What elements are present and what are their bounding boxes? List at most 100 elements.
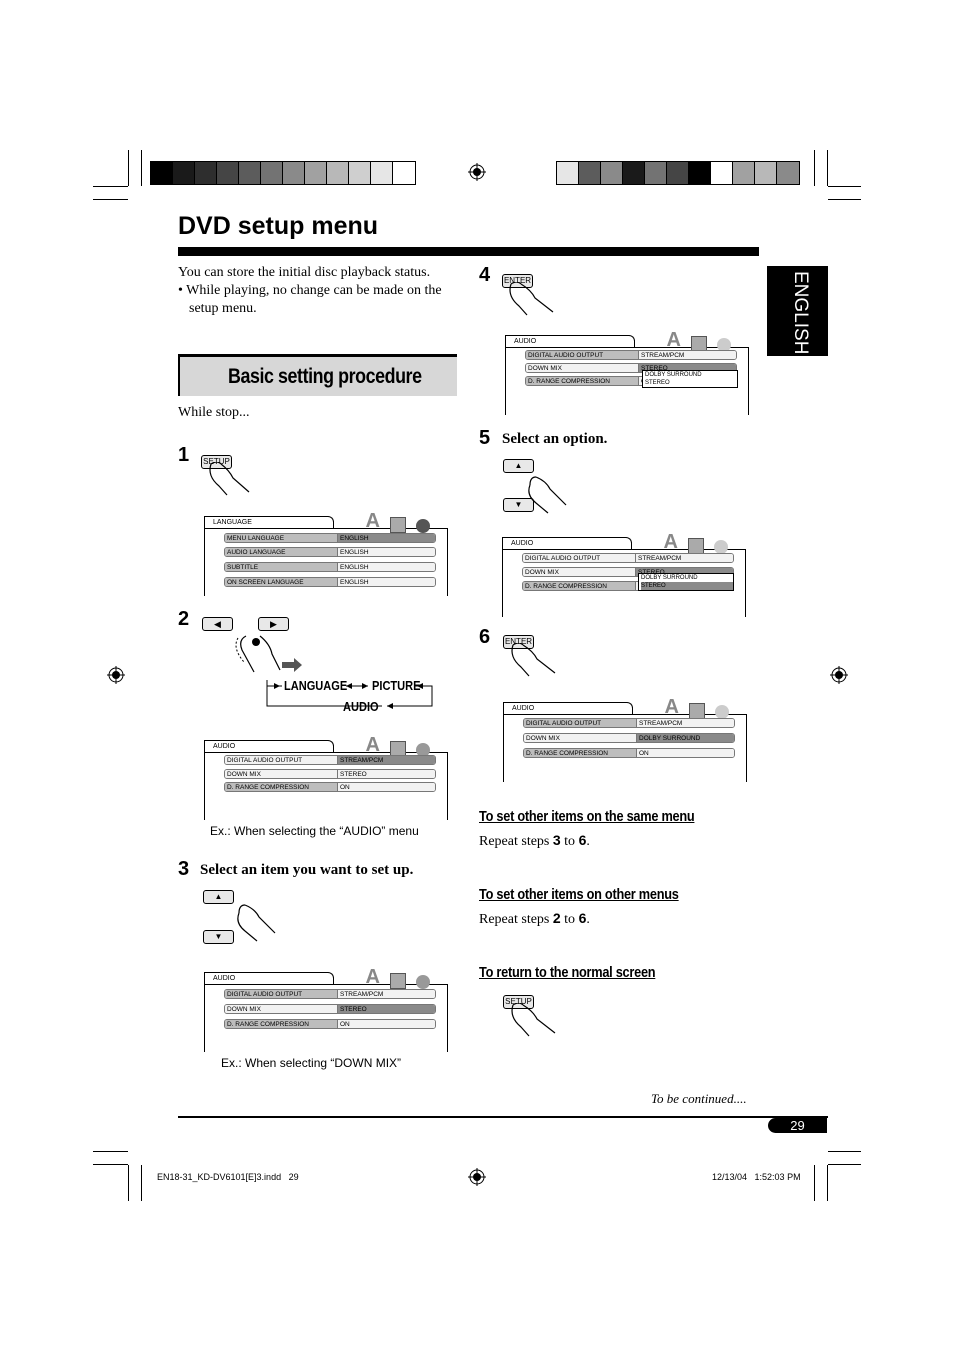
finger-icon xyxy=(235,635,302,673)
crop-mark xyxy=(93,1151,128,1152)
crop-mark xyxy=(827,150,828,186)
side-tab-label: ENGLISH xyxy=(790,271,811,355)
option-stereo[interactable]: STEREO xyxy=(645,380,670,386)
option-stereo[interactable]: STEREO xyxy=(641,582,733,590)
registration-mark-icon xyxy=(468,163,486,181)
menu-tab: LANGUAGE xyxy=(204,516,334,528)
step-6-number: 6 xyxy=(479,626,491,648)
page-number-tab: 29 xyxy=(768,1118,827,1133)
crop-mark xyxy=(141,1165,142,1201)
page-title: DVD setup menu xyxy=(178,212,379,240)
down-button[interactable]: ▼ xyxy=(203,930,234,944)
menu-icons: A xyxy=(366,510,430,533)
step-3-text: Select an item you want to set up. xyxy=(200,862,414,878)
normal-screen-heading: To return to the normal screen xyxy=(479,964,656,981)
down-button[interactable]: ▼ xyxy=(503,498,534,512)
caption-audio-menu: Ex.: When selecting the “AUDIO” menu xyxy=(210,824,419,838)
crop-mark xyxy=(128,150,129,186)
crop-mark xyxy=(128,1165,129,1201)
menu-tab: AUDIO xyxy=(204,740,334,752)
step-1-number: 1 xyxy=(178,444,190,466)
section-heading-label: Basic setting procedure xyxy=(228,365,422,388)
menu-tab: AUDIO xyxy=(505,335,635,347)
step-2-number: 2 xyxy=(178,608,190,630)
language-icon: A xyxy=(365,734,380,756)
caption-down-mix: Ex.: When selecting “DOWN MIX” xyxy=(221,1056,402,1070)
intro-bullet: • While playing, no change can be made o… xyxy=(178,283,442,298)
enter-button[interactable]: ENTER xyxy=(502,274,533,288)
registration-mark-icon xyxy=(468,1168,486,1186)
crop-mark xyxy=(814,1165,815,1201)
option-dolby-surround[interactable]: DOLBY SURROUND xyxy=(641,574,733,582)
crop-mark xyxy=(814,150,815,186)
step-5-number: 5 xyxy=(479,427,491,449)
language-icon: A xyxy=(365,966,380,988)
menu-icons: A xyxy=(366,966,430,989)
crop-mark xyxy=(827,1165,828,1201)
registration-mark-icon xyxy=(107,666,125,684)
up-button[interactable]: ▲ xyxy=(203,890,234,904)
enter-button[interactable]: ENTER xyxy=(503,635,534,649)
language-icon: A xyxy=(664,696,679,718)
setup-button[interactable]: SETUP xyxy=(503,995,534,1009)
audio-icon xyxy=(717,338,731,352)
audio-icon xyxy=(416,743,430,757)
grayscale-bar-left xyxy=(150,161,416,185)
page-number: 29 xyxy=(790,1118,805,1133)
language-side-tab: ENGLISH xyxy=(767,266,828,356)
footer-date: 12/13/04 1:52:03 PM xyxy=(712,1172,801,1182)
option-popup[interactable]: DOLBY SURROUND STEREO xyxy=(638,573,734,591)
audio-icon xyxy=(416,975,430,989)
cycle-picture: PICTURE xyxy=(372,678,421,693)
menu-cycle-diagram xyxy=(266,680,433,709)
same-menu-text: Repeat steps 3 to 6. xyxy=(479,832,590,849)
left-button[interactable]: ◀ xyxy=(202,617,233,631)
title-rule xyxy=(178,247,759,256)
audio-icon xyxy=(714,540,728,554)
menu-tab: AUDIO xyxy=(503,702,633,714)
to-be-continued: To be continued.... xyxy=(651,1091,747,1106)
language-icon: A xyxy=(663,531,678,553)
crop-mark xyxy=(828,186,861,187)
same-menu-heading: To set other items on the same menu xyxy=(479,808,695,825)
menu-icons: A xyxy=(665,696,729,719)
menu-icons: A xyxy=(667,329,731,352)
right-button[interactable]: ▶ xyxy=(258,617,289,631)
step-3-number: 3 xyxy=(178,858,190,880)
crop-mark xyxy=(828,199,861,200)
registration-mark-icon xyxy=(830,666,848,684)
up-button[interactable]: ▲ xyxy=(503,459,534,473)
grayscale-bar-right xyxy=(556,161,800,185)
intro-bullet-cont: setup menu. xyxy=(189,301,257,316)
footer-file: EN18-31_KD-DV6101[E]3.indd 29 xyxy=(157,1172,299,1182)
picture-icon xyxy=(688,538,704,554)
picture-icon xyxy=(390,517,406,533)
finger-icon xyxy=(509,282,554,316)
step-4-number: 4 xyxy=(479,264,491,286)
option-popup[interactable]: DOLBY SURROUND STEREO xyxy=(642,370,738,388)
option-dolby-surround[interactable]: DOLBY SURROUND xyxy=(645,372,702,378)
other-menus-text: Repeat steps 2 to 6. xyxy=(479,910,590,927)
